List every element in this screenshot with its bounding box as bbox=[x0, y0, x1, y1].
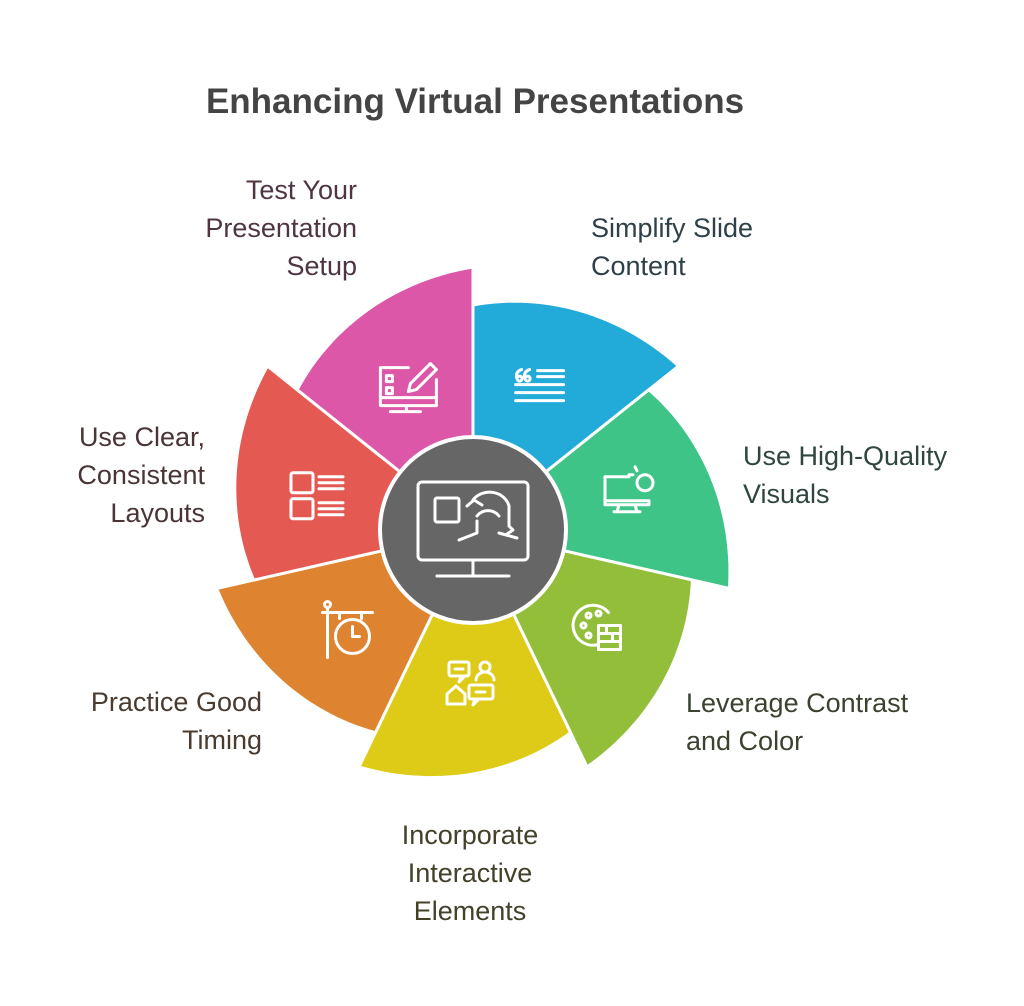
palette-icon bbox=[571, 603, 622, 651]
chat-people-icon bbox=[445, 660, 496, 707]
label-simplify-slide-content: Simplify Slide Content bbox=[591, 213, 754, 281]
clock-sign-icon bbox=[321, 600, 374, 659]
segment-incorporate bbox=[357, 528, 573, 780]
label-incorporate-interactive: Incorporate Interactive Elements bbox=[401, 820, 539, 926]
monitor-idea-icon bbox=[603, 465, 655, 514]
label-practice-good-timing: Practice Good Timing bbox=[90, 687, 262, 755]
label-leverage-contrast: Leverage Contrast and Color bbox=[686, 688, 909, 756]
diagram-title: Enhancing Virtual Presentations bbox=[205, 82, 745, 121]
quote-text-icon bbox=[514, 368, 566, 403]
layout-list-icon bbox=[289, 471, 345, 521]
label-use-clear-layouts: Use Clear, Consistent Layouts bbox=[77, 422, 205, 528]
label-use-high-quality-visuals: Use High-Quality Visuals bbox=[743, 441, 948, 509]
label-test-presentation-setup: Test Your Presentation Setup bbox=[205, 175, 357, 281]
monitor-edit-icon bbox=[378, 362, 438, 414]
center-hub bbox=[378, 435, 568, 625]
presenter-monitor-icon bbox=[416, 480, 530, 578]
